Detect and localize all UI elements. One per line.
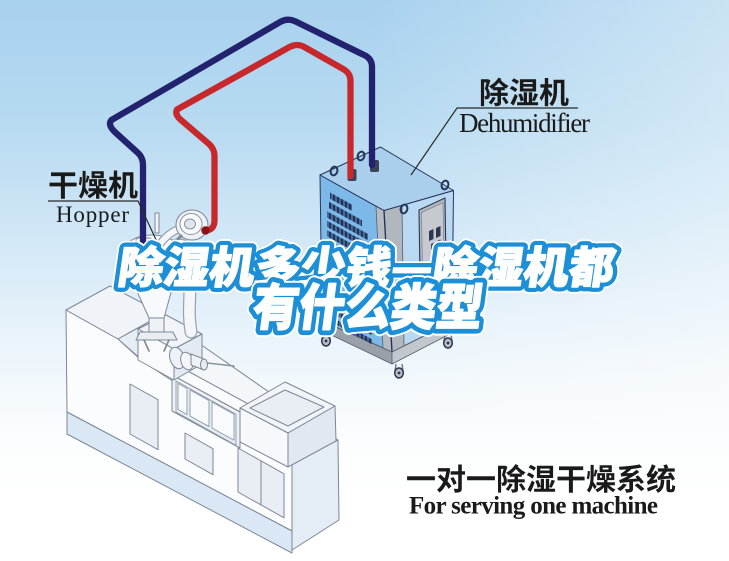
svg-text:For serving one machine: For serving one machine [409,493,658,520]
svg-text:Hopper: Hopper [56,202,129,227]
svg-text:Dehumidifier: Dehumidifier [459,108,590,138]
